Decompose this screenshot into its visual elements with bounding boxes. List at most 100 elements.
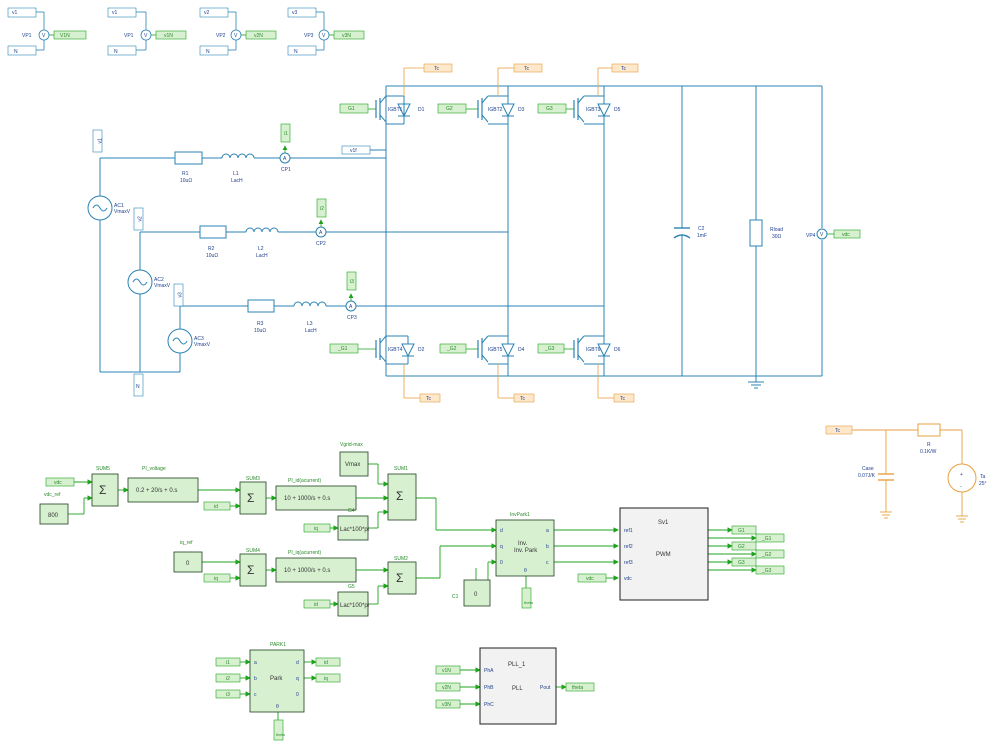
igbt-6[interactable]: _G3 IGBT6 D6 Tc	[537, 335, 635, 403]
svg-text:0: 0	[296, 692, 299, 698]
ac-source-ac3[interactable]: AC3 VmaxV	[167, 328, 211, 354]
svg-text:R: R	[927, 442, 931, 448]
sum2-block[interactable]: SUM2 Σ	[387, 556, 417, 595]
svg-text:LacH: LacH	[231, 178, 243, 184]
svg-text:SUM5: SUM5	[96, 466, 110, 472]
iq-ref-constant[interactable]: iq_ref 0	[173, 540, 203, 573]
svg-text:D2: D2	[418, 347, 425, 353]
voltmeter-vp1-a[interactable]: v1 V VP1 N V1N	[7, 7, 87, 56]
svg-text:VP1: VP1	[124, 33, 134, 39]
svg-text:0: 0	[186, 561, 190, 567]
igbt-5[interactable]: _G2 IGBT5 D4 Tc	[439, 335, 535, 403]
c1-constant[interactable]: C1 0	[452, 579, 491, 607]
igbt-4[interactable]: _G1 IGBT4 D2 Tc	[329, 335, 441, 403]
current-probe-cp2[interactable]: A i2 CP2	[315, 198, 327, 247]
ac-source-ac2[interactable]: AC2 VmaxV	[127, 269, 171, 295]
svg-text:N: N	[114, 49, 118, 55]
svg-text:PARK1: PARK1	[270, 642, 286, 648]
tag-vdc-in: vdc	[45, 477, 75, 487]
voltmeter-vp1-b[interactable]: v1 V VP1 N v1N	[107, 7, 187, 56]
svg-text:30Ω: 30Ω	[772, 234, 782, 240]
svg-text:v1N: v1N	[442, 668, 451, 674]
current-probe-cp3[interactable]: A i3 CP3	[345, 271, 357, 321]
source-tag-v2: v2	[133, 207, 144, 231]
svg-text:AC3: AC3	[194, 336, 204, 342]
svg-text:PhB: PhB	[484, 685, 494, 691]
svg-text:Inv. Park: Inv. Park	[514, 548, 538, 554]
svg-text:VP4: VP4	[806, 233, 816, 239]
svg-text:D6: D6	[614, 347, 621, 353]
svg-text:ref2: ref2	[624, 544, 633, 550]
svg-text:VmaxV: VmaxV	[154, 283, 171, 289]
svg-text:L2: L2	[258, 246, 264, 252]
svg-text:q: q	[296, 676, 299, 682]
svm-pwm-block[interactable]: Sv1 PWM ref1 ref2 ref3 vdc	[619, 507, 709, 601]
svg-text:V: V	[234, 33, 238, 39]
svg-text:PI_voltage: PI_voltage	[142, 466, 166, 472]
voltmeter-vp3[interactable]: v3 V VP3 N v3N	[287, 7, 365, 56]
pi-voltage-block[interactable]: PI_voltage 0.2 + 20/s + 0.s	[127, 466, 199, 503]
igbt-1[interactable]: G1 IGBT1 D1 Tc	[339, 63, 453, 125]
svg-text:v1N: v1N	[164, 33, 173, 39]
svg-text:PhA: PhA	[484, 668, 494, 674]
resistor-r1[interactable]: R1 10uΩ	[174, 151, 203, 184]
svg-text:q: q	[500, 544, 503, 550]
g4-gain[interactable]: G4 Lac*100*pi	[337, 508, 369, 541]
svg-text:CP2: CP2	[316, 241, 326, 247]
igbt-2[interactable]: G2 IGBT2 D3 Tc	[437, 63, 543, 125]
svg-text:SUM3: SUM3	[246, 476, 260, 482]
svg-text:v3: v3	[292, 10, 298, 16]
pll-block[interactable]: PLL_1 PLL PhA PhB PhC Pout	[479, 647, 557, 725]
thermal-network[interactable]: Tc Case 0.07J/K R 0.1K/W + - Ta 25°	[825, 423, 987, 523]
sum5-block[interactable]: SUM5 Σ	[91, 466, 119, 507]
svg-text:id: id	[214, 504, 218, 510]
vdc-ref-constant[interactable]: vdc_ref 800	[39, 492, 69, 525]
svg-text:G4: G4	[348, 508, 355, 514]
power-wiring	[99, 85, 823, 377]
current-probe-cp1[interactable]: A i1 CP1	[279, 123, 291, 173]
svg-text:a: a	[546, 528, 549, 534]
svg-text:vdc: vdc	[586, 576, 594, 582]
sum4-block[interactable]: SUM4 Σ	[239, 548, 267, 587]
svg-text:_G1: _G1	[761, 536, 772, 542]
igbt-3[interactable]: G3 IGBT3 D5 Tc	[537, 63, 639, 125]
svg-text:Lac*100*pi: Lac*100*pi	[340, 527, 369, 533]
sum3-block[interactable]: SUM3 Σ	[239, 476, 267, 515]
park-output-tags: id iq	[315, 657, 341, 683]
svg-text:v2: v2	[204, 10, 210, 16]
svg-text:A: A	[319, 230, 323, 236]
inductor-l1[interactable]: L1 LacH	[221, 153, 255, 184]
resistor-r2[interactable]: R2 10uΩ	[199, 225, 227, 259]
svg-text:iq: iq	[214, 576, 218, 582]
park-block[interactable]: PARK1 Park a b c d q 0 θ	[249, 642, 305, 713]
svg-text:0.07J/K: 0.07J/K	[858, 473, 876, 479]
vmax-constant[interactable]: Vgrid-max Vmax	[339, 442, 369, 477]
svg-text:+: +	[960, 472, 963, 478]
pi-iq-block[interactable]: PI_iq(acurrent) 10 + 1000/s + 0.s	[275, 550, 357, 583]
svg-text:PhC: PhC	[484, 702, 494, 708]
svg-text:v2: v2	[138, 216, 144, 222]
svg-text:R1: R1	[182, 171, 189, 177]
load-resistor[interactable]: Rload 30Ω	[749, 219, 783, 247]
g5-gain[interactable]: G5 Lac*100*pi	[337, 584, 369, 617]
svg-text:Inv.: Inv.	[518, 541, 528, 547]
svg-text:D1: D1	[418, 107, 425, 113]
svg-text:vdc: vdc	[624, 576, 632, 582]
resistor-r3[interactable]: R3 10uΩ	[247, 299, 275, 334]
svg-text:0.1K/W: 0.1K/W	[920, 449, 937, 455]
inductor-l2[interactable]: L2 LacH	[245, 227, 279, 259]
svg-text:_G2: _G2	[446, 346, 457, 352]
ac-source-ac1[interactable]: AC1 VmaxV	[87, 195, 131, 221]
voltmeter-vp2[interactable]: v2 V VP2 N v2N	[199, 7, 277, 56]
sum1-block[interactable]: SUM1 Σ	[387, 466, 417, 521]
inverse-park-block[interactable]: InvPark1 Inv. Inv. Park d q 0 θ a b c	[495, 512, 555, 577]
svg-text:vdc: vdc	[842, 232, 850, 238]
svg-text:iq: iq	[324, 676, 328, 682]
inductor-l3[interactable]: L3 LacH	[293, 301, 327, 334]
pi-id-block[interactable]: PI_id(acurrent) 10 + 1000/s + 0.s	[275, 478, 357, 511]
v1f-tag: v1f	[341, 145, 371, 155]
svg-text:c: c	[254, 692, 257, 698]
dc-voltmeter-vp4[interactable]: V VP4 vdc	[806, 228, 861, 240]
dc-link-capacitor[interactable]: C2 1mF	[673, 222, 707, 244]
control-wiring	[68, 463, 757, 722]
